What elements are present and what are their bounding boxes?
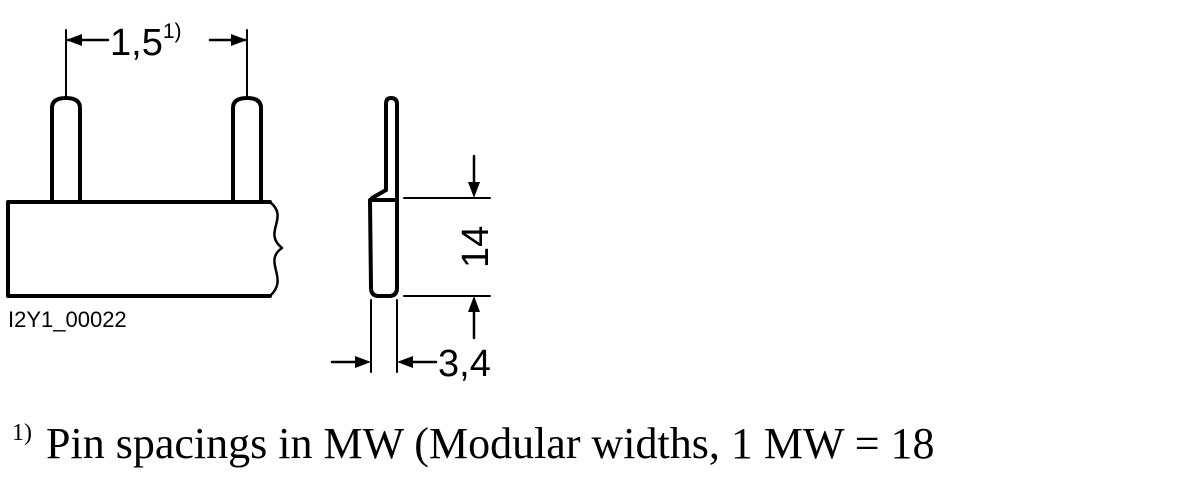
footnote-text: Pin spacings in MW (Modular widths, 1 MW… — [46, 419, 935, 468]
busbar-body — [6, 200, 272, 298]
arrowhead-right — [231, 34, 247, 46]
pin-spacing-note-marker: 1) — [163, 20, 182, 43]
arrowhead-left — [66, 34, 82, 46]
front-view: 1,51) I2Y1_00022 — [6, 20, 284, 332]
footnote: 1) Pin spacings in MW (Modular widths, 1 … — [12, 419, 935, 468]
height-label: 14 — [455, 226, 497, 268]
left-pin — [50, 96, 82, 204]
height-arrowhead-top — [468, 182, 480, 198]
drawing-id: I2Y1_00022 — [8, 307, 127, 332]
break-line — [268, 200, 284, 298]
side-view: 14 3,4 — [330, 96, 497, 385]
side-bend — [370, 188, 388, 200]
side-profile — [368, 96, 399, 298]
thickness-label: 3,4 — [438, 343, 491, 385]
footnote-marker: 1) — [12, 420, 32, 446]
pin-spacing-label: 1,51) — [110, 20, 182, 64]
right-pin — [231, 96, 263, 204]
height-arrowhead-bottom — [468, 296, 480, 312]
thickness-arrowhead-left — [355, 356, 371, 368]
thickness-arrowhead-right — [397, 356, 413, 368]
